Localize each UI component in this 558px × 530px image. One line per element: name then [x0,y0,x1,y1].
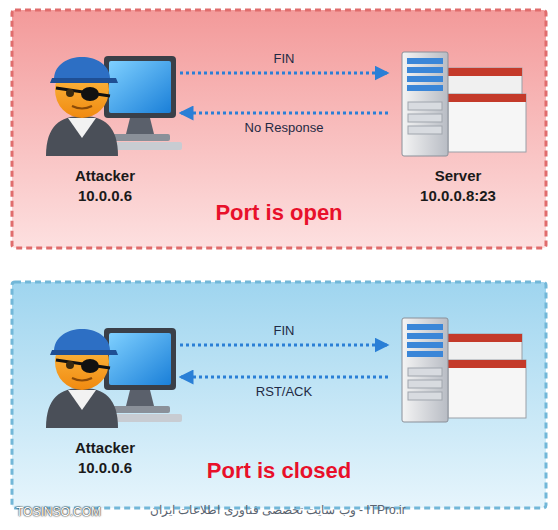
packet-label: RST/ACK [256,384,312,399]
packet-arrow [180,72,388,75]
packet-label: FIN [274,51,295,66]
panel-ground [12,10,546,248]
packet-arrow [180,376,388,379]
server-icon [402,318,526,422]
watermark: TOSINSO.COM [16,505,101,519]
packet-label: No Response [245,120,324,135]
host-label: Attacker 10.0.0.6 [50,166,160,206]
server-node: Server 10.0.0.8:23 [388,40,528,210]
packet-arrow [180,112,388,115]
attacker-icon [46,328,182,428]
attacker-node: Attacker 10.0.0.6 [30,300,180,482]
host-label: Server 10.0.0.8:23 [408,166,508,206]
watermark: ITPro.ir - وب سایت تخصصی فناوری اطلاعات … [150,503,406,517]
server-icon [402,52,526,156]
attacker-icon [46,56,182,156]
host-label: Attacker 10.0.0.6 [50,438,160,478]
server-node [388,306,528,416]
packet-arrow [180,344,388,347]
packet-label: FIN [274,323,295,338]
attacker-node: Attacker 10.0.0.6 [30,28,180,210]
panel-ground [12,282,546,508]
